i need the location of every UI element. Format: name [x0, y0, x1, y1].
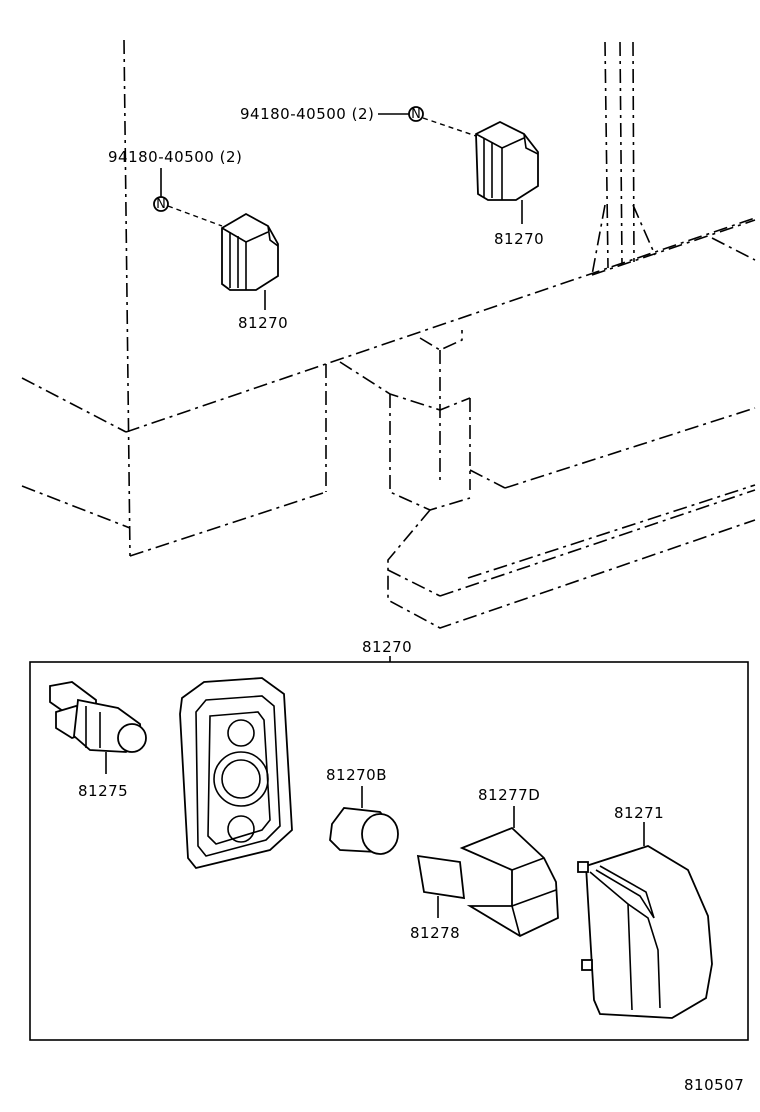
label-lens: 81278 [410, 924, 460, 942]
socket-part [49, 681, 147, 753]
nut-right-icon: N [408, 106, 424, 122]
gasket-frame-part [179, 677, 293, 870]
nut-left-icon: N [153, 196, 169, 212]
license-lamp-left [221, 212, 279, 291]
leader-nut-right [422, 117, 477, 137]
label-nut-left: 94180-40500 (2) [108, 148, 242, 166]
label-assembly: 81270 [362, 638, 412, 656]
lens-plate-part [416, 854, 466, 900]
svg-text:N: N [411, 107, 421, 122]
svg-text:N: N [156, 197, 166, 212]
license-lamp-right [475, 120, 539, 201]
housing-part [577, 845, 713, 1019]
diagram-code: 810507 [684, 1076, 744, 1094]
assembly-frame [29, 661, 749, 1041]
label-nut-right: 94180-40500 (2) [240, 105, 374, 123]
label-bulb: 81270B [326, 766, 387, 784]
bulb-part [329, 807, 399, 855]
reflector-part [459, 826, 559, 938]
label-lamp-left: 81270 [238, 314, 288, 332]
label-socket: 81275 [78, 782, 128, 800]
leader-nut-left [167, 205, 223, 227]
label-housing: 81271 [614, 804, 664, 822]
label-reflector: 81277D [478, 786, 540, 804]
label-lamp-right: 81270 [494, 230, 544, 248]
vehicle-body-outline [21, 39, 756, 629]
